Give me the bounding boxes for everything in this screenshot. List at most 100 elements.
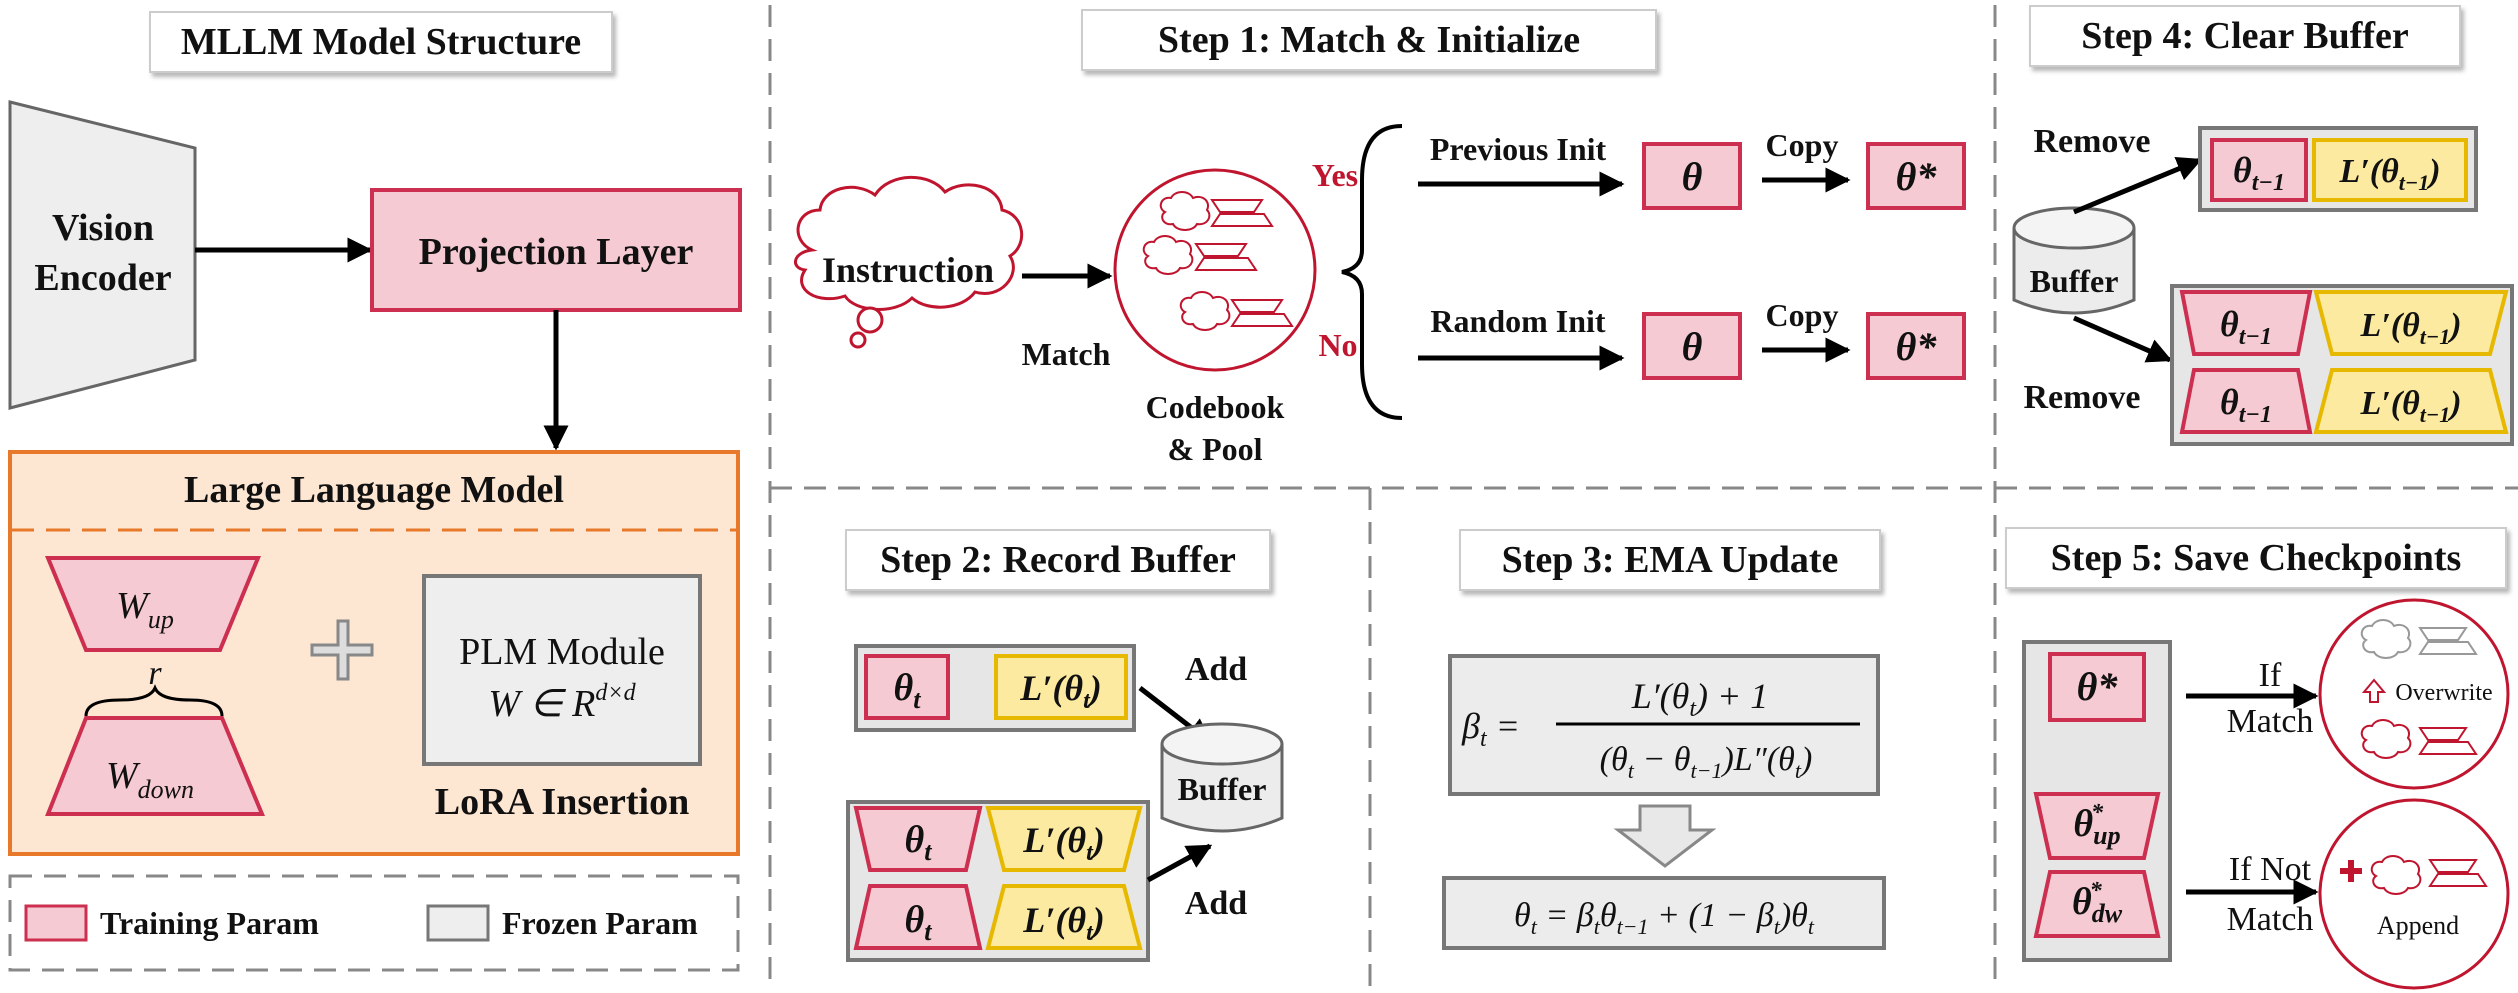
no-label: No [1318,327,1357,363]
step1-panel: Step 1: Match & Initialize Instruction M… [794,9,1966,467]
add-label-1: Add [1185,651,1247,688]
theta-t1-label-3: θt−1 [2220,382,2272,428]
theta-t1-trap-down [2179,368,2313,434]
step3-title-box [1459,529,1881,591]
rank-brace [84,684,224,717]
theta-star-box-step5 [2048,652,2146,722]
theta-star-box-1 [1866,142,1966,210]
instruction-label: Instruction [822,250,994,290]
rank-label: r [148,655,162,692]
step5-title: Step 5: Save Checkpoints [2051,537,2462,579]
step4-title-box [2029,5,2461,67]
theta-dw-trapezoid [2033,870,2161,938]
theta-star-box-2 [1866,312,1966,380]
loss-t1-box-1 [2312,138,2468,202]
buffer-label-step2: Buffer [1178,771,1267,807]
llm-title: Large Language Model [184,469,564,511]
theta-t1-box-1 [2210,138,2308,202]
plm-module-block [422,574,702,766]
step3-title: Step 3: EMA Update [1502,539,1839,581]
loss-t-label-2: L′(θt) [1022,820,1104,866]
ema-update-formula: θt = βtθt−1 + (1 − βt)θt [1514,897,1815,939]
ema-update-formula-box [1442,876,1886,950]
theta-t-trap-down [853,884,983,950]
theta-previous-box [1642,142,1742,210]
legend-frozen-label: Frozen Param [502,905,698,941]
loss-t-trap-down [985,884,1143,950]
loss-t1-label-2: L′(θt−1) [2359,307,2461,349]
mllm-title-box [149,11,613,73]
yes-label: Yes [1312,157,1358,193]
theta-star-label-1: θ* [1896,154,1938,199]
remove-label-2: Remove [2023,379,2140,416]
instruction-cloud [794,175,1024,311]
decision-brace [1341,124,1403,420]
legend-training-label: Training Param [100,905,319,941]
theta-star-label-2: θ* [1896,324,1938,369]
cloud-bubble-1 [856,306,884,334]
match-label: Match [1022,336,1111,372]
overwrite-old-entry-icon [2360,619,2478,659]
step2-title: Step 2: Record Buffer [880,539,1236,581]
theta-t-label-2: θt [905,819,933,866]
step5-panel: Step 5: Save Checkpoints θ* θ*up θ*dw If… [2005,527,2510,990]
add-label-2: Add [1185,885,1247,922]
theta-t1-trap-up [2179,290,2313,356]
plm-module-label: PLM Module [459,631,665,673]
legend-frozen-swatch [426,904,490,942]
loss-t-label-1: L′(θt) [1019,668,1101,714]
theta-t-trap-up [853,806,983,872]
step1-title: Step 1: Match & Initialize [1158,19,1580,61]
append-entry-icon [2370,855,2488,895]
if-match-line1: If [2259,657,2282,694]
step3-panel: Step 3: EMA Update βt = L′(θt) + 1 (θt −… [1442,529,1886,950]
loss-t1-trap-up [2313,290,2509,356]
overwrite-label: Overwrite [2395,680,2492,706]
theta-random-label: θ [1682,324,1703,369]
projection-layer-block [370,188,742,312]
step2-title-box [845,529,1271,591]
panel-dividers [768,5,2518,990]
buffer-cylinder-step2 [1160,722,1284,833]
previous-init-label: Previous Init [1430,131,1607,167]
add-arrow-2 [1146,843,1213,883]
theta-t-label-3: θt [905,899,933,946]
mllm-title: MLLM Model Structure [181,21,581,63]
step1-title-box [1081,9,1657,71]
loss-t-label-3: L′(θt) [1022,900,1104,946]
w-down-label: Wdown [106,755,194,804]
lora-insertion-label: LoRA Insertion [435,781,689,823]
loss-t-box [994,654,1128,720]
append-circle [2318,798,2510,990]
codebook-label-line2: & Pool [1167,431,1262,467]
overwrite-up-arrow-icon [2361,678,2387,703]
step4-panel: Step 4: Clear Buffer Remove Remove Buffe… [2012,5,2514,446]
loss-t1-label-1: L′(θt−1) [2338,153,2440,195]
theta-t-label-1: θt [894,667,922,714]
if-not-match-line2: Match [2227,901,2314,938]
mllm-panel: MLLM Model Structure Vision Encoder Proj… [8,11,742,972]
w-up-label: Wup [116,585,174,634]
remove-arrow-2 [2072,315,2173,363]
append-label: Append [2377,911,2459,940]
theta-up-label: θ*up [2073,800,2120,850]
beta-numerator: L′(θt) + 1 [1631,676,1769,722]
down-arrow-icon [1613,804,1717,868]
buffer-label-step4: Buffer [2030,263,2119,299]
w-down-trapezoid [45,716,265,816]
step5-title-box [2005,527,2507,589]
legend-training-swatch [24,904,88,942]
remove-arrow-1 [2073,157,2203,215]
if-not-match-line1: If Not [2229,851,2312,888]
vision-encoder-block [8,100,197,410]
theta-t1-label-2: θt−1 [2220,304,2272,350]
copy-label-2: Copy [1766,297,1839,333]
theta-previous-label: θ [1682,154,1703,199]
cloud-bubble-2 [849,331,867,349]
theta-random-box [1642,312,1742,380]
vision-encoder-line1: Vision [52,207,154,249]
random-init-label: Random Init [1430,303,1606,339]
w-up-trapezoid [45,556,261,652]
if-match-line2: Match [2227,703,2314,740]
